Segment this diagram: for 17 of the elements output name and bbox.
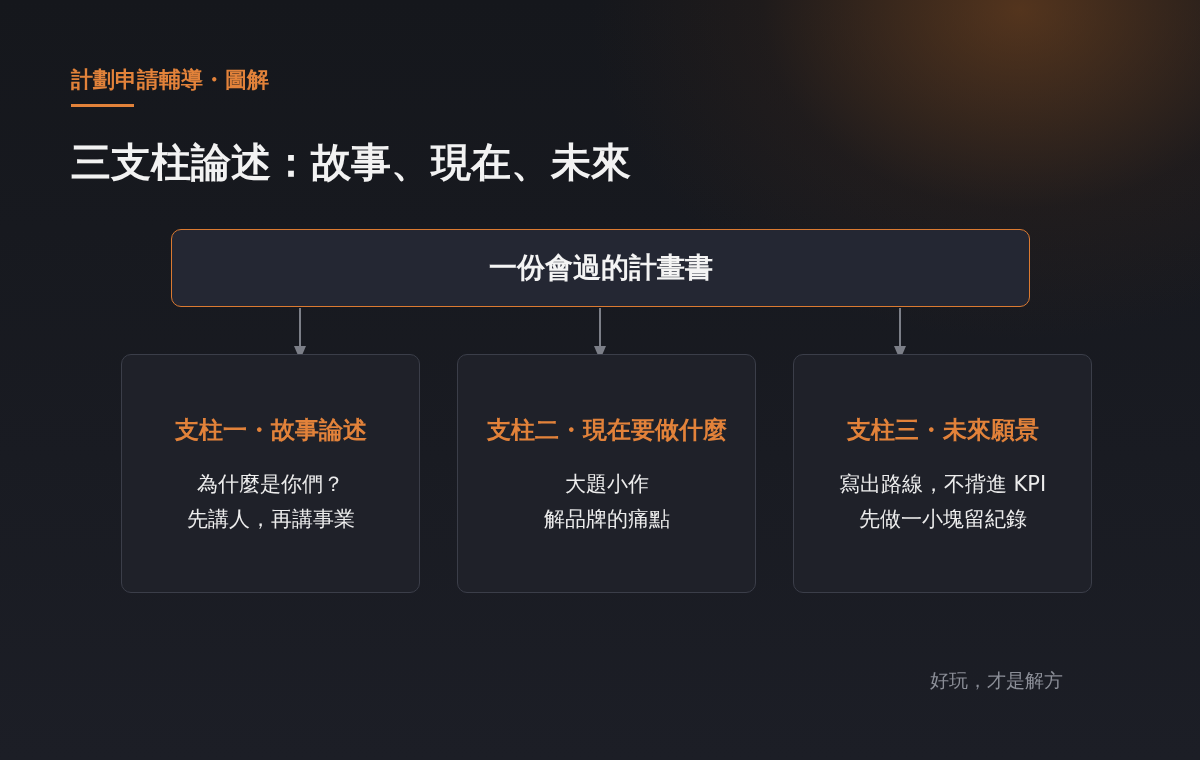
pillar-text: 大題小作 xyxy=(564,471,649,498)
footer-slogan: 好玩，才是解方 xyxy=(930,668,1063,693)
title: 三支柱論述：故事、現在、未來 xyxy=(71,137,631,187)
pillar-text: 寫出路線，不揹進 KPI xyxy=(838,471,1047,498)
pillar-card xyxy=(121,354,420,593)
pillar-card xyxy=(793,354,1092,593)
pillar-heading: 支柱二・現在要做什麼 xyxy=(486,415,727,446)
pillar-heading: 支柱一・故事論述 xyxy=(174,415,367,446)
pillar-text: 解品牌的痛點 xyxy=(543,506,670,533)
pillar-text: 先做一小塊留紀錄 xyxy=(858,506,1027,533)
goal-box xyxy=(171,229,1030,307)
pillar-card xyxy=(457,354,756,593)
goal-title: 一份會過的計畫書 xyxy=(488,250,713,286)
kicker-label: 計劃申請輔導・圖解 xyxy=(71,66,269,94)
pillar-text: 為什麼是你們？ xyxy=(197,471,344,498)
pillar-text: 先講人，再講事業 xyxy=(186,506,355,533)
pillar-heading: 支柱三・未來願景 xyxy=(846,415,1039,446)
